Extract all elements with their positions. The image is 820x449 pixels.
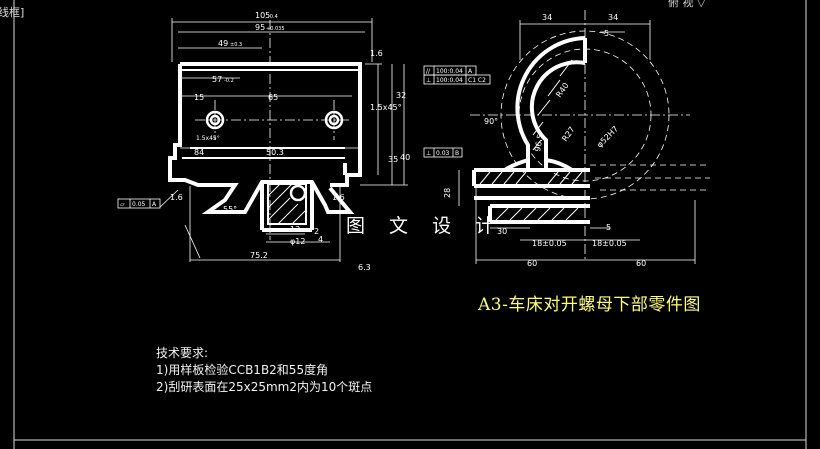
perp-b-datum: B xyxy=(455,150,459,157)
dim-R27: R27 xyxy=(560,125,576,143)
dim-105: 105 xyxy=(255,11,270,20)
perp-c-datum: C1 C2 xyxy=(468,77,486,84)
dim-60-right: 60 xyxy=(636,259,646,268)
parallel-value: 100:0.04 xyxy=(436,68,463,75)
dim-5-bottom: 5 xyxy=(606,223,611,232)
frame-corner-label: 线框] xyxy=(0,6,25,19)
dim-57: 57 xyxy=(212,75,222,84)
perp-b-value: 0.03 xyxy=(436,150,450,157)
svg-text:⏥: ⏥ xyxy=(120,201,125,208)
front-view: 105 -0.4 95 +0.035 49 ±0.3 57 -0.2 15 65… xyxy=(117,11,410,272)
perpendicularity-tolerance-frame-b: ⊥ 0.03 B xyxy=(423,147,463,158)
watermark-text: 图 文 设 计 xyxy=(346,215,504,237)
dim-phi12: φ12 xyxy=(290,237,305,246)
dim-chamfer-right: 1.5x45° xyxy=(370,103,402,112)
dim-32: 32 xyxy=(396,91,406,100)
dim-90deg: 90° xyxy=(484,117,498,126)
dim-95-tol: +0.035 xyxy=(266,26,285,32)
dim-15: 15 xyxy=(194,93,204,102)
dim-34-left: 34 xyxy=(542,13,552,22)
dim-2: 2 xyxy=(314,227,319,236)
tech-requirement-2: 2)刮研表面在25x25mm2内为10个斑点 xyxy=(156,380,373,394)
dim-105-tol: -0.4 xyxy=(268,14,278,20)
svg-text:⊥: ⊥ xyxy=(426,150,431,157)
dim-57-tol: -0.2 xyxy=(224,78,234,84)
dim-1-6-b: 1.6 xyxy=(332,193,345,202)
dim-60-left: 60 xyxy=(527,259,537,268)
dim-4: 4 xyxy=(318,235,323,244)
flatness-tolerance-frame: ⏥ 0.05 A xyxy=(117,198,161,209)
drawing-frame xyxy=(13,0,807,449)
dim-5-top: 5 xyxy=(604,29,609,38)
dim-55deg: 55° xyxy=(223,205,237,214)
dim-35: 35 xyxy=(388,155,398,164)
side-view-outline xyxy=(472,36,590,224)
parallel-datum: A xyxy=(468,68,473,75)
dim-6-3: 6.3 xyxy=(358,263,371,272)
dim-1-6-c: 1.6 xyxy=(370,49,383,58)
dim-75-2: 75.2 xyxy=(250,251,268,260)
dim-49-tol: ±0.3 xyxy=(230,42,242,48)
front-view-dimension-lines xyxy=(159,18,408,262)
dim-95: 95 xyxy=(255,23,265,32)
dim-18-right: 18±0.05 xyxy=(592,239,627,248)
dim-50-3: 50.3 xyxy=(266,148,284,157)
dim-28: 28 xyxy=(443,188,452,198)
perpendicularity-tolerance-frame-c: ⊥ 100:0.04 C1 C2 xyxy=(423,74,491,85)
dim-13: 13 xyxy=(290,225,300,234)
dim-1-6-a: 1.6 xyxy=(170,193,183,202)
dim-96-5: 96.5 xyxy=(533,133,545,152)
front-view-outline xyxy=(168,62,362,232)
side-view-dimension-lines xyxy=(458,20,696,264)
view-label: 俯 视 ▽ xyxy=(668,0,706,9)
dim-84: 84 xyxy=(194,148,204,157)
dim-18-left: 18±0.05 xyxy=(532,239,567,248)
dim-chamfer-left: 1.5x45° xyxy=(196,135,220,142)
flatness-value: 0.05 xyxy=(132,201,146,208)
tech-requirements: 技术要求: 1)用样板检验CCB1B2和55度角 2)刮研表面在25x25mm2… xyxy=(156,345,372,396)
dim-65: 65 xyxy=(268,93,278,102)
drawing-title: A3-车床对开螺母下部零件图 xyxy=(478,295,701,315)
dim-49: 49 xyxy=(218,39,228,48)
tech-requirement-1: 1)用样板检验CCB1B2和55度角 xyxy=(156,363,329,377)
dim-30: 30 xyxy=(497,227,507,236)
parallelism-tolerance-frame: // 100:0.04 A xyxy=(423,65,477,76)
dim-40: 40 xyxy=(400,153,410,162)
dim-34-right: 34 xyxy=(608,13,618,22)
flatness-datum: A xyxy=(152,201,157,208)
svg-text:⊥: ⊥ xyxy=(426,77,431,84)
svg-text://: // xyxy=(426,68,431,75)
tech-requirements-heading: 技术要求: xyxy=(156,346,209,360)
perp-c-value: 100:0.04 xyxy=(436,77,463,84)
dim-phi52H7: φ52H7 xyxy=(595,124,620,149)
